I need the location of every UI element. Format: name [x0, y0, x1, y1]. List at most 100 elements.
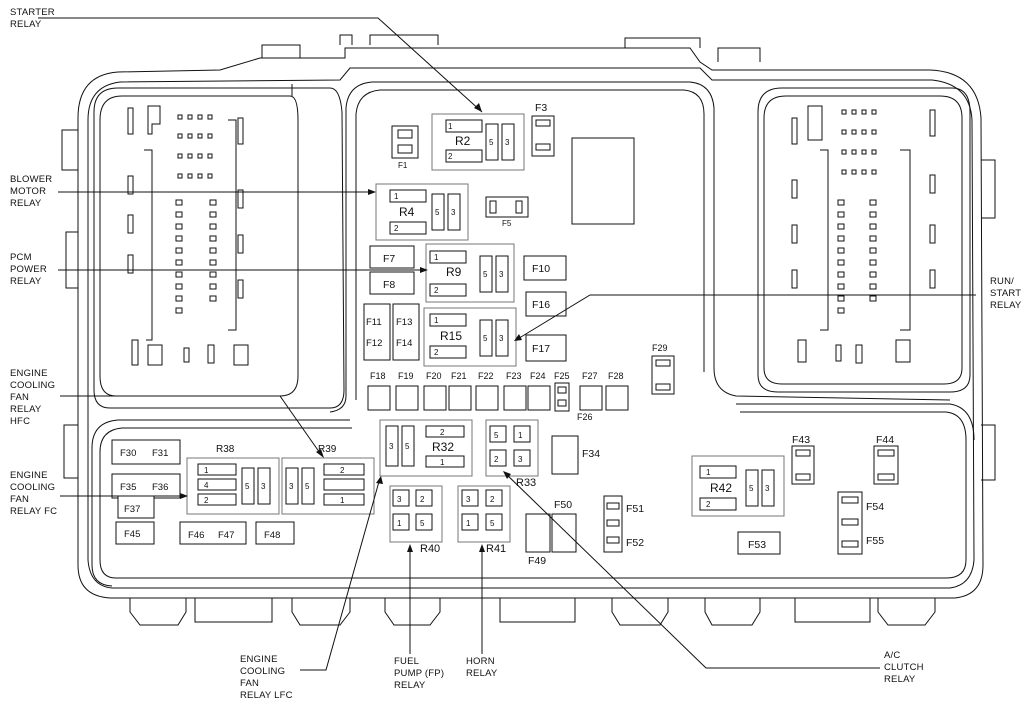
- svg-text:2: 2: [490, 495, 495, 504]
- housing-outline: [61, 34, 996, 626]
- svg-text:COOLING: COOLING: [10, 380, 55, 391]
- svg-text:5: 5: [494, 431, 499, 440]
- svg-text:3: 3: [765, 484, 770, 493]
- svg-text:PUMP (FP): PUMP (FP): [394, 668, 444, 679]
- callout-engine-cooling-fan-relay-fc: ENGINE COOLING FAN RELAY FC: [10, 470, 57, 517]
- svg-text:3: 3: [261, 482, 266, 491]
- fuse-F44: F44: [873, 434, 899, 485]
- fuse-F51-F52: F51 F52: [603, 495, 644, 553]
- fuse-F17: F17: [525, 334, 567, 362]
- svg-text:RELAY LFC: RELAY LFC: [240, 690, 293, 701]
- relay-R41: 3 2 1 5 R41: [457, 485, 511, 555]
- svg-text:1: 1: [440, 458, 445, 467]
- svg-text:2: 2: [706, 500, 711, 509]
- svg-text:F29: F29: [652, 343, 668, 353]
- svg-text:F48: F48: [264, 530, 280, 541]
- svg-text:F22: F22: [478, 371, 494, 381]
- fuse-F37: F37: [117, 495, 155, 519]
- svg-text:R2: R2: [455, 134, 471, 148]
- right-connector-pins: [837, 109, 877, 314]
- svg-text:R32: R32: [432, 440, 454, 454]
- svg-text:5: 5: [749, 484, 754, 493]
- svg-text:F53: F53: [748, 539, 766, 551]
- svg-text:4: 4: [204, 481, 209, 490]
- svg-text:3: 3: [397, 495, 402, 504]
- svg-text:COOLING: COOLING: [240, 666, 285, 677]
- svg-text:F47: F47: [218, 530, 234, 541]
- svg-text:F26: F26: [577, 412, 593, 422]
- svg-text:F20: F20: [426, 371, 442, 381]
- callout-horn-relay: HORN RELAY: [466, 656, 498, 679]
- svg-text:FUEL: FUEL: [394, 656, 419, 667]
- svg-text:5: 5: [245, 482, 250, 491]
- svg-text:2: 2: [420, 495, 425, 504]
- fuse-F35-F36: F35 F36: [111, 473, 181, 499]
- fuse-F7: F7: [369, 245, 415, 269]
- svg-text:F45: F45: [124, 529, 140, 540]
- svg-text:5: 5: [483, 334, 488, 343]
- svg-text:1: 1: [448, 122, 453, 131]
- svg-text:R39: R39: [318, 444, 337, 455]
- callout-pcm-power-relay: PCM POWER RELAY: [10, 252, 47, 287]
- relay-R33: 5 1 2 3 R33: [485, 419, 539, 489]
- svg-text:STARTER: STARTER: [10, 7, 55, 18]
- svg-text:MOTOR: MOTOR: [10, 186, 46, 197]
- bottom-panel: [91, 403, 975, 587]
- svg-text:R38: R38: [216, 444, 235, 455]
- svg-text:5: 5: [489, 138, 494, 147]
- svg-text:3: 3: [499, 334, 504, 343]
- svg-text:1: 1: [518, 431, 523, 440]
- svg-text:F37: F37: [124, 504, 140, 515]
- svg-text:HORN: HORN: [466, 656, 495, 667]
- fuse-F27: [579, 385, 603, 411]
- svg-text:F11: F11: [366, 317, 382, 328]
- callout-fuel-pump-relay: FUEL PUMP (FP) RELAY: [394, 656, 444, 691]
- svg-text:F7: F7: [383, 253, 395, 265]
- svg-text:F13: F13: [396, 317, 412, 328]
- left-connector: [93, 84, 345, 409]
- fuse-F54-F55: F54 F55: [837, 491, 884, 555]
- svg-text:F21: F21: [451, 371, 467, 381]
- fuse-F43: F43: [791, 434, 815, 485]
- fuse-F20: [423, 385, 447, 411]
- svg-text:RELAY: RELAY: [10, 19, 42, 30]
- svg-text:F18: F18: [370, 371, 386, 381]
- left-connector-pins: [175, 114, 217, 314]
- relay-R32: 3 5 2 R32 1: [379, 419, 473, 477]
- svg-text:RELAY: RELAY: [10, 276, 42, 287]
- svg-text:RELAY FC: RELAY FC: [10, 506, 57, 517]
- svg-text:1: 1: [397, 519, 402, 528]
- svg-text:F43: F43: [792, 434, 810, 446]
- svg-text:RELAY: RELAY: [394, 680, 426, 691]
- leader-lines: [38, 17, 976, 671]
- callout-blower-motor-relay: BLOWER MOTOR RELAY: [10, 174, 52, 209]
- svg-text:3: 3: [466, 495, 471, 504]
- svg-text:2: 2: [434, 286, 439, 295]
- fuse-F16: F16: [525, 291, 567, 317]
- svg-text:5: 5: [435, 208, 440, 217]
- relay-R9: 1 2 R9 5 3: [425, 243, 515, 303]
- fuse-F10: F10: [523, 255, 567, 281]
- svg-text:F1: F1: [398, 161, 408, 170]
- svg-text:2: 2: [434, 348, 439, 357]
- fuse-F19: [395, 385, 419, 411]
- svg-text:HFC: HFC: [10, 416, 30, 427]
- svg-text:1: 1: [340, 496, 345, 505]
- relay-R15: 1 2 R15 5 3: [423, 307, 517, 367]
- svg-text:BLOWER: BLOWER: [10, 174, 52, 185]
- svg-text:1: 1: [434, 316, 439, 325]
- svg-text:R42: R42: [710, 481, 732, 495]
- svg-text:RUN/: RUN/: [990, 276, 1014, 287]
- svg-text:F12: F12: [366, 338, 382, 349]
- svg-text:F24: F24: [530, 371, 546, 381]
- svg-text:5: 5: [420, 519, 425, 528]
- fuse-F34: F34: [551, 435, 600, 475]
- svg-text:F25: F25: [554, 371, 570, 381]
- svg-text:RELAY: RELAY: [10, 404, 42, 415]
- svg-text:F14: F14: [396, 338, 412, 349]
- svg-text:1: 1: [434, 253, 439, 262]
- svg-text:R40: R40: [420, 543, 440, 555]
- svg-text:RELAY: RELAY: [990, 300, 1022, 311]
- svg-text:F31: F31: [152, 448, 168, 459]
